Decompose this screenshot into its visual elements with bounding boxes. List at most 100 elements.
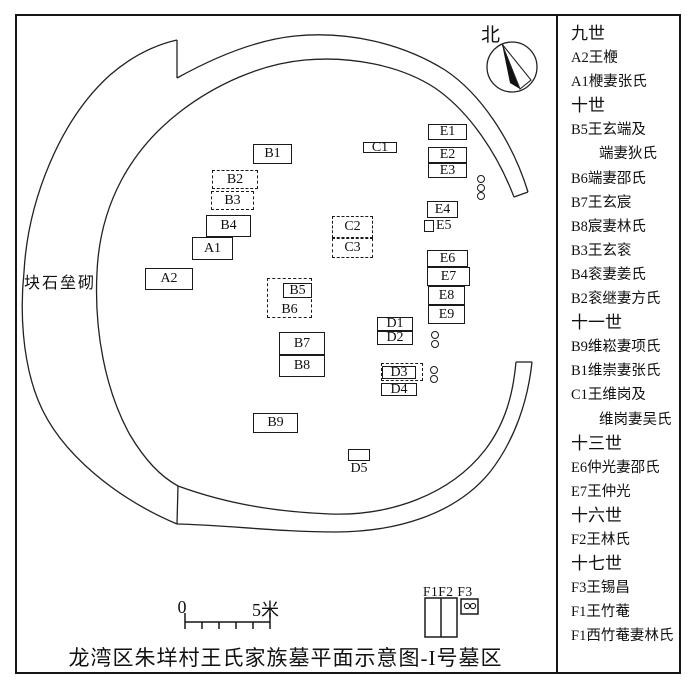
map-title: 龙湾区朱垟村王氏家族墓平面示意图-I号墓区 — [68, 646, 503, 670]
tomb-E4: E4 — [427, 201, 458, 218]
small-circle-marker — [430, 375, 438, 383]
tomb-E5: E5 — [424, 219, 452, 233]
tomb-label: B2 — [226, 171, 244, 187]
tomb-B9: B9 — [253, 413, 298, 433]
legend-item: 十六世 — [571, 505, 622, 525]
tomb-B7: B7 — [279, 332, 325, 355]
tomb-E2: E2 — [428, 147, 467, 163]
small-circle-marker — [431, 340, 439, 348]
tomb-label: B8 — [293, 358, 311, 373]
tomb-label: B5 — [289, 282, 306, 298]
page-border — [15, 14, 681, 674]
tomb-label: B7 — [293, 335, 311, 351]
wall-inner — [95, 58, 515, 487]
tomb-A1: A1 — [192, 237, 233, 260]
legend-item: B2衮继妻方氏 — [571, 291, 661, 308]
legend-item: A2王楩 — [571, 50, 618, 67]
legend-item: 九世 — [571, 24, 605, 43]
legend-item: C1王维岗及 — [571, 387, 646, 404]
legend-item: B8宸妻林氏 — [571, 218, 646, 235]
legend-item: B1维崇妻张氏 — [571, 363, 661, 380]
tomb-label: A2 — [160, 271, 178, 286]
legend-panel: 九世 A2王楩 A1楩妻张氏十世 B5王玄端及端妻狄氏 B6端妻邵氏 B7王玄宸 B8宸妻林… — [558, 22, 680, 648]
wall-outer-left — [21, 39, 178, 525]
tomb-D4: D4 — [381, 381, 417, 397]
tomb-D5: D5 — [348, 449, 370, 476]
legend-item: B6端妻邵氏 — [571, 170, 646, 187]
legend-item: B9维崧妻项氏 — [571, 339, 661, 356]
tomb-label: E2 — [439, 147, 456, 162]
legend-item: 十三世 — [571, 433, 622, 453]
legend-item: E6仲光妻邵氏 — [571, 459, 660, 476]
tomb-E3: E3 — [428, 163, 467, 178]
tomb-E9: E9 — [428, 305, 465, 324]
tomb-label: E1 — [439, 124, 456, 139]
legend-item: 十七世 — [571, 554, 622, 574]
legend-item: B7王玄宸 — [571, 194, 632, 211]
tomb-B6: B6 — [267, 278, 312, 318]
north-label: 北 — [481, 25, 501, 46]
tomb-D3: D3 — [382, 364, 416, 380]
legend-item: B5王玄端及 — [571, 122, 646, 139]
tomb-label: D3 — [390, 364, 408, 380]
tomb-C1: C1 — [363, 139, 397, 155]
tomb-label: E4 — [434, 201, 451, 217]
tomb-B5: B5 — [283, 283, 312, 298]
tomb-B4: B4 — [206, 215, 251, 237]
small-circle-marker — [477, 184, 485, 192]
tomb-label: E5 — [436, 218, 452, 233]
small-circle-marker — [431, 331, 439, 339]
tomb-label: D4 — [390, 381, 408, 397]
tomb-label: C1 — [371, 139, 389, 155]
wall-material-label: 块石垒砌 — [24, 275, 97, 292]
f-group-label: F1F2 F3 — [423, 584, 473, 599]
tomb-E6: E6 — [427, 250, 468, 267]
tomb-label: B9 — [267, 415, 284, 430]
legend-item: B3王玄衮 — [571, 242, 632, 259]
tomb-A2: A2 — [145, 268, 193, 290]
tomb-D2: D2 — [377, 331, 413, 345]
tomb-E7: E7 — [427, 267, 470, 286]
tomb-label: D2 — [386, 330, 404, 345]
tomb-label: E9 — [438, 306, 455, 322]
tomb-label: E8 — [438, 287, 455, 303]
tomb-label: D1 — [386, 316, 404, 331]
wall-bottom-inner — [177, 361, 517, 515]
tomb-E8: E8 — [428, 286, 465, 305]
north-arrow-outline — [501, 43, 532, 90]
legend-item: F1王竹菴 — [571, 604, 630, 621]
legend-item: E7王仲光 — [571, 483, 631, 500]
wall-bottom-outer — [176, 361, 533, 533]
legend-item: 十一世 — [571, 313, 622, 333]
wall-outer-top — [176, 34, 529, 193]
tomb-label: B6 — [281, 302, 298, 317]
tomb-B3: B3 — [211, 191, 254, 210]
legend-item: 端妻狄氏 — [599, 146, 657, 163]
tomb-D1: D1 — [377, 317, 413, 331]
tomb-label: B1 — [264, 146, 281, 161]
legend-list: 九世 A2王楩 A1楩妻张氏十世 B5王玄端及端妻狄氏 B6端妻邵氏 B7王玄宸 B8宸妻林… — [558, 22, 680, 648]
legend-item: A1楩妻张氏 — [571, 74, 647, 91]
legend-item: F3王锡昌 — [571, 580, 630, 597]
tomb-label: A1 — [203, 240, 222, 256]
tomb-label: E6 — [439, 250, 456, 266]
tomb-label: C3 — [344, 240, 361, 255]
scale-five-label: 5米 — [252, 600, 279, 620]
wall-step-bottom-left — [176, 485, 179, 525]
legend-item: F1西竹菴妻林氏 — [571, 628, 674, 645]
legend-item: 十世 — [571, 96, 605, 116]
tomb-label: D5 — [350, 461, 368, 476]
tomb-label: C2 — [344, 219, 361, 234]
small-circle-marker — [430, 366, 438, 374]
tomb-B8: B8 — [279, 355, 325, 377]
small-circle-marker — [477, 175, 485, 183]
tomb-B1: B1 — [253, 144, 292, 164]
tomb-E1: E1 — [428, 124, 467, 140]
tomb-label: B4 — [220, 218, 237, 233]
tomb-label: E3 — [439, 162, 456, 178]
